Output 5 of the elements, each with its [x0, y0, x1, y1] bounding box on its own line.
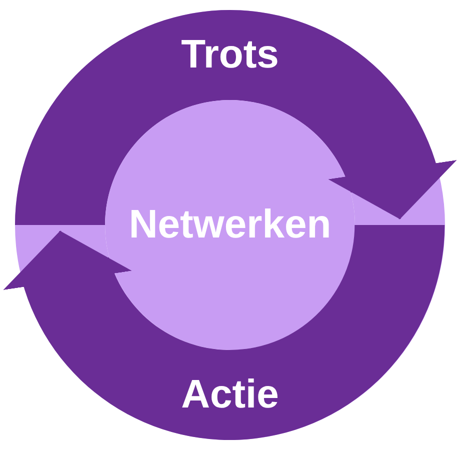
- center-label: Netwerken: [128, 202, 332, 248]
- arrow: [328, 160, 457, 220]
- segment-label: Actie: [181, 372, 279, 418]
- segment-label: Trots: [181, 32, 279, 78]
- arrow: [3, 230, 132, 290]
